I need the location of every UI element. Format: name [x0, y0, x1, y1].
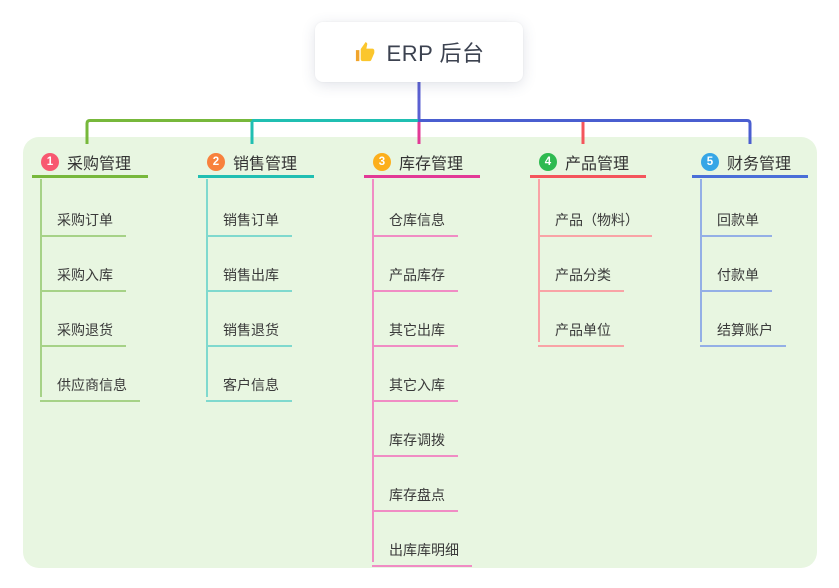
- child-node[interactable]: 销售退货: [206, 306, 292, 347]
- branch-title: 采购管理: [67, 155, 132, 173]
- branch-sales: 2 销售管理销售订单销售出库销售退货客户信息: [198, 148, 314, 402]
- branch-child-line: [206, 179, 208, 397]
- branch-title: 库存管理: [399, 155, 464, 173]
- child-node[interactable]: 其它出库: [372, 306, 458, 347]
- child-node[interactable]: 仓库信息: [372, 196, 458, 237]
- branch-header-purchase[interactable]: 1 采购管理: [32, 148, 148, 178]
- child-node[interactable]: 产品库存: [372, 251, 458, 292]
- child-node[interactable]: 产品单位: [538, 306, 624, 347]
- branch-title: 产品管理: [565, 155, 630, 173]
- child-node[interactable]: 回款单: [700, 196, 772, 237]
- thumbs-up-icon: [354, 41, 377, 64]
- branch-header-finance[interactable]: 5 财务管理: [692, 148, 808, 178]
- branch-header-sales[interactable]: 2 销售管理: [198, 148, 314, 178]
- badge-number: 3: [373, 152, 391, 171]
- child-node[interactable]: 其它入库: [372, 361, 458, 402]
- branch-inventory: 3 库存管理仓库信息产品库存其它出库其它入库库存调拨库存盘点出库库明细: [364, 148, 480, 567]
- mindmap-panel: [23, 137, 817, 568]
- branch-product: 4 产品管理产品（物料） 产品分类产品单位: [530, 148, 652, 347]
- child-node[interactable]: 采购退货: [40, 306, 126, 347]
- badge-number: 5: [701, 152, 719, 171]
- branch-finance: 5 财务管理回款单付款单结算账户: [692, 148, 808, 347]
- child-node[interactable]: 供应商信息: [40, 361, 140, 402]
- child-node[interactable]: 出库库明细: [372, 526, 472, 567]
- branch-purchase: 1 采购管理采购订单采购入库采购退货供应商信息: [32, 148, 148, 402]
- root-node-label: ERP 后台: [386, 41, 485, 66]
- child-node[interactable]: 采购订单: [40, 196, 126, 237]
- child-node[interactable]: 产品（物料）: [538, 196, 652, 237]
- child-node[interactable]: 付款单: [700, 251, 772, 292]
- branch-title: 财务管理: [727, 155, 792, 173]
- child-node[interactable]: 采购入库: [40, 251, 126, 292]
- badge-number: 4: [539, 152, 557, 171]
- root-node-erp[interactable]: ERP 后台: [315, 22, 523, 82]
- child-node[interactable]: 库存调拨: [372, 416, 458, 457]
- branch-child-line: [538, 179, 540, 342]
- badge-number: 1: [41, 152, 59, 171]
- child-node[interactable]: 销售出库: [206, 251, 292, 292]
- branch-header-inventory[interactable]: 3 库存管理: [364, 148, 480, 178]
- branch-header-product[interactable]: 4 产品管理: [530, 148, 646, 178]
- branch-child-line: [372, 179, 374, 562]
- child-node[interactable]: 客户信息: [206, 361, 292, 402]
- child-node[interactable]: 产品分类: [538, 251, 624, 292]
- branch-child-line: [700, 179, 702, 342]
- branch-child-line: [40, 179, 42, 397]
- child-node[interactable]: 销售订单: [206, 196, 292, 237]
- branch-title: 销售管理: [233, 155, 298, 173]
- child-node[interactable]: 结算账户: [700, 306, 786, 347]
- badge-number: 2: [207, 152, 225, 171]
- child-node[interactable]: 库存盘点: [372, 471, 458, 512]
